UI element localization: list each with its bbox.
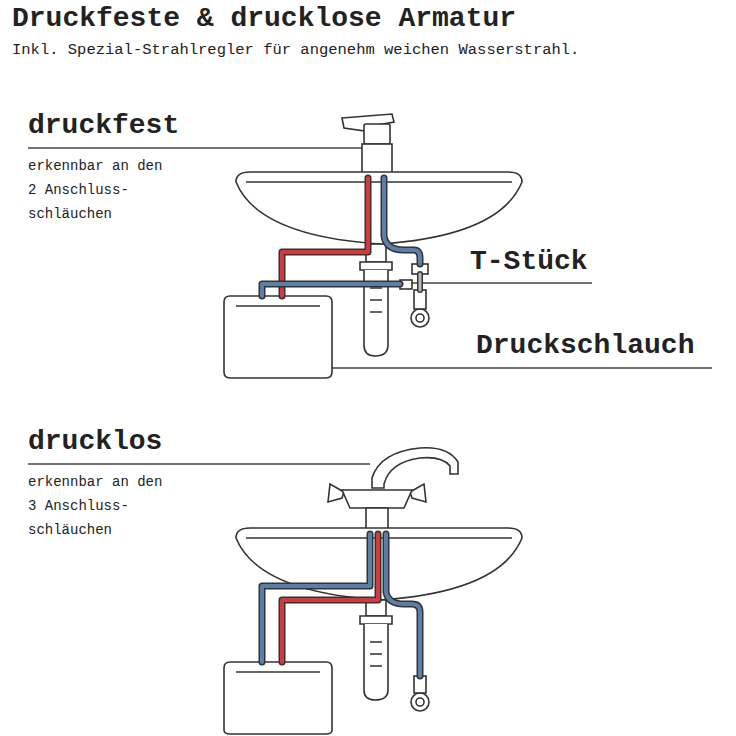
title: Druckfeste & drucklose Armatur: [12, 2, 516, 36]
section-heading: druckfest: [28, 110, 179, 142]
section-heading: drucklos: [28, 426, 162, 458]
part-name: T-Stück: [470, 246, 588, 278]
note: erkennbar an den 2 Anschluss-schläuchen: [28, 154, 178, 226]
note: erkennbar an den 3 Anschluss-schläuchen: [28, 470, 178, 542]
part-name: Druckschlauch: [476, 330, 694, 362]
subtitle: Inkl. Spezial-Strahlregler für angenehm …: [12, 38, 579, 62]
